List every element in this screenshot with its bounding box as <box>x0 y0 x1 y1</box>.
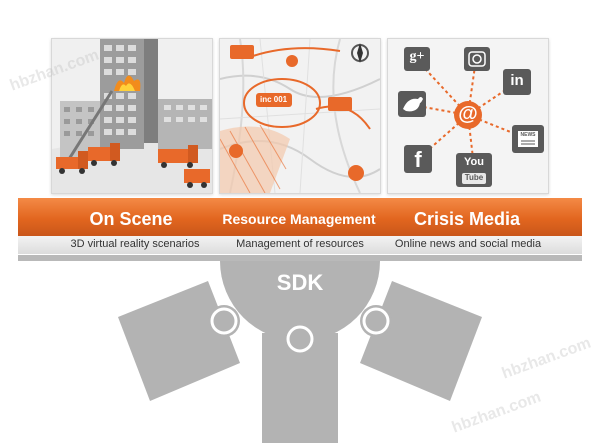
sdk-hub <box>220 261 380 341</box>
fire-scene-illustration <box>52 39 212 193</box>
fire-truck-icon <box>56 143 210 188</box>
puzzle-arm-left <box>118 281 240 401</box>
resource-management-panel: inc 001 <box>219 38 381 194</box>
crisis-media-panel: g+ in @ f You Tube NEWS <box>387 38 549 194</box>
fire-building-icon <box>114 75 141 91</box>
resource-management-title: Resource Management <box>222 211 376 227</box>
feature-band <box>18 198 582 236</box>
compass-icon <box>351 43 369 63</box>
news-icon <box>518 131 538 147</box>
sdk-label: SDK <box>276 270 324 295</box>
facebook-icon: f <box>414 147 422 172</box>
puzzle-arm-right <box>360 281 482 401</box>
social-network-illustration <box>388 39 548 193</box>
resource-management-subtitle: Management of resources <box>236 238 364 250</box>
youtube-icon-bottom: Tube <box>464 173 484 182</box>
instagram-icon <box>468 51 486 67</box>
platform-baseline <box>18 255 582 261</box>
youtube-icon-top: You <box>464 156 484 168</box>
crisis-media-subtitle: Online news and social media <box>394 238 542 250</box>
map-icon <box>220 39 380 193</box>
on-scene-subtitle: 3D virtual reality scenarios <box>70 238 200 250</box>
news-label: NEWS <box>520 132 536 138</box>
on-scene-title: On Scene <box>89 209 173 229</box>
twitter-icon <box>403 97 423 112</box>
on-scene-panel <box>51 38 213 194</box>
subtitle-strip <box>18 236 582 254</box>
resource-marker-icon <box>229 45 364 181</box>
linkedin-icon: in <box>510 72 524 89</box>
at-sign-icon: @ <box>458 103 478 125</box>
crisis-media-title: Crisis Media <box>413 209 521 229</box>
sdk-puzzle-diagram <box>118 261 482 443</box>
incident-tag-label: inc 001 <box>260 95 288 104</box>
google-plus-icon: g+ <box>409 49 425 64</box>
